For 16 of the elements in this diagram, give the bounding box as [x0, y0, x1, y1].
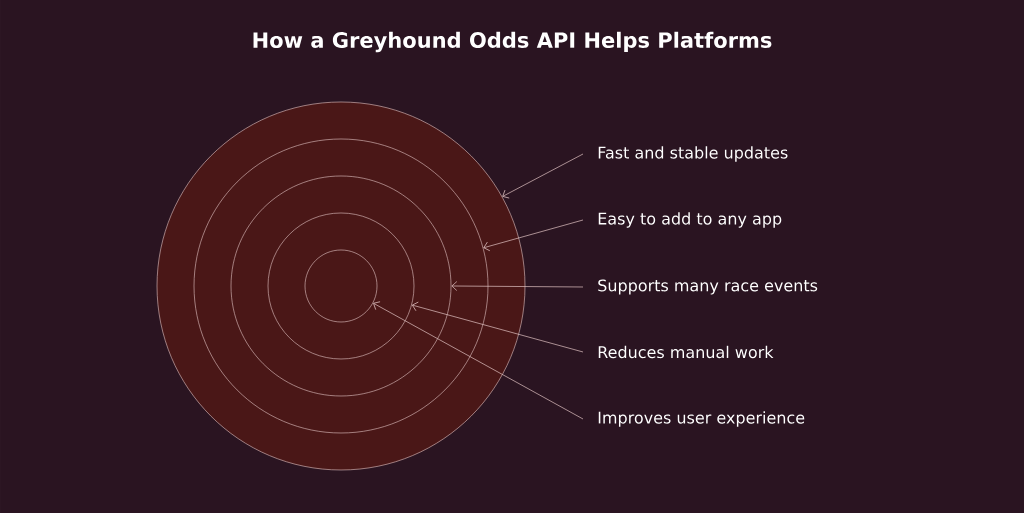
ring-circle [156, 101, 526, 471]
benefit-label: Fast and stable updates [598, 146, 788, 162]
arrow [411, 301, 584, 353]
ring-circle [304, 249, 378, 323]
ring-circle [193, 138, 489, 434]
benefit-label: Supports many race events [598, 279, 818, 295]
arrow [502, 153, 584, 199]
benefit-label: Reduces manual work [598, 345, 774, 359]
arrow [451, 281, 584, 291]
ring-circle [230, 175, 452, 397]
benefit-label: Improves user experience [598, 411, 805, 427]
arrow [483, 219, 584, 252]
arrow [373, 301, 584, 420]
benefit-label: Easy to add to any app [598, 212, 782, 228]
ring-circle [267, 212, 415, 360]
title: How a Greyhound Odds API Helps Platforms [253, 31, 772, 53]
